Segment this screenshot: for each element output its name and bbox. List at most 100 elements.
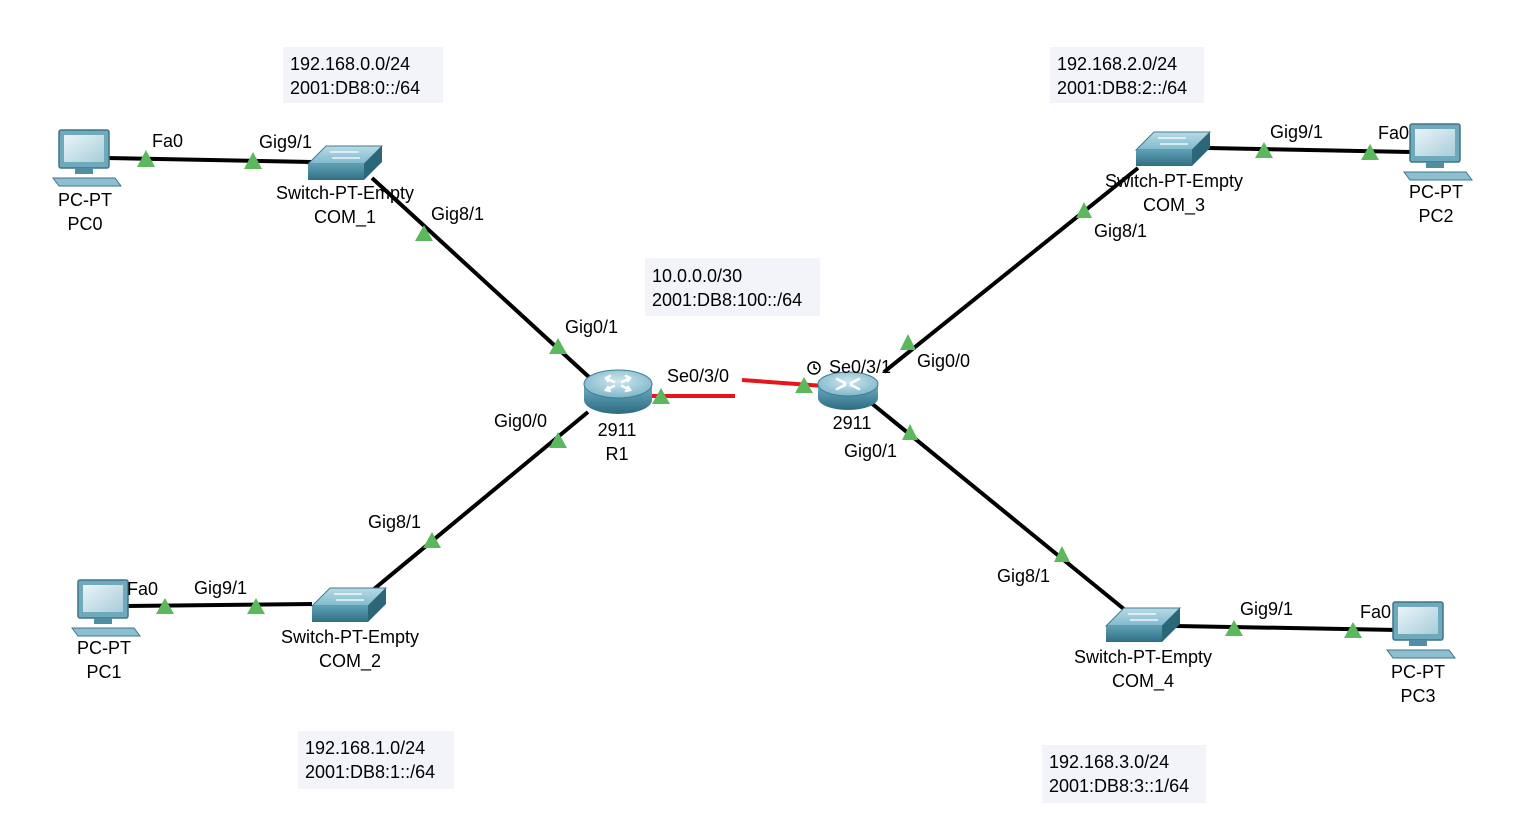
note-lan3[interactable]: 192.168.3.0/24 2001:DB8:3::1/64: [1042, 745, 1206, 803]
pc-icon: [1403, 123, 1473, 181]
note-lan1-ipv6: 2001:DB8:1::/64: [305, 762, 435, 782]
link-up-indicator: [795, 377, 813, 393]
link-up-indicator: [1225, 620, 1243, 636]
port-label-pc0-fa0: Fa0: [152, 131, 183, 151]
link-up-indicator: [415, 225, 433, 241]
link-up-indicator: [1076, 202, 1092, 218]
note-lan2-ipv6: 2001:DB8:2::/64: [1057, 78, 1187, 98]
r1-model: 2911: [598, 420, 637, 440]
com1-name: COM_1: [314, 207, 376, 228]
note-lan0[interactable]: 192.168.0.0/24 2001:DB8:0::/64: [283, 47, 443, 103]
port-label-r1-gig0-0: Gig0/0: [494, 411, 547, 431]
link-up-indicator: [137, 150, 155, 167]
port-labels: Fa0 Gig9/1 Gig8/1 Gig0/1 Se0/3/0 Gig0/0 …: [127, 122, 1409, 622]
link-up-indicator: [247, 598, 265, 614]
device-com4[interactable]: Switch-PT-Empty COM_4: [1074, 607, 1212, 692]
link-r1-r2-serial-b[interactable]: [741, 378, 825, 388]
port-label-r2-gig0-1: Gig0/1: [844, 441, 897, 461]
link-up-indicator: [1361, 144, 1379, 160]
port-label-com3-gig8-1: Gig8/1: [1094, 221, 1147, 241]
note-lan1[interactable]: 192.168.1.0/24 2001:DB8:1::/64: [298, 731, 454, 789]
note-wan-ipv6: 2001:DB8:100::/64: [652, 290, 802, 310]
pc2-name: PC2: [1418, 206, 1453, 226]
link-up-indicator: [902, 424, 918, 440]
link-com4-pc3[interactable]: [1175, 624, 1401, 632]
r2-model: 2911: [833, 413, 872, 433]
note-wan[interactable]: 10.0.0.0/30 2001:DB8:100::/64: [645, 258, 820, 316]
port-label-r1-gig0-1: Gig0/1: [565, 317, 618, 337]
link-pc0-com1[interactable]: [105, 156, 313, 164]
links: [105, 146, 1413, 632]
device-com3[interactable]: Switch-PT-Empty COM_3: [1105, 131, 1243, 216]
link-up-indicator: [423, 532, 441, 548]
note-lan2-ipv4: 192.168.2.0/24: [1057, 54, 1177, 74]
link-indicators: [137, 142, 1379, 638]
com3-name: COM_3: [1143, 195, 1205, 216]
com2-model: Switch-PT-Empty: [281, 627, 419, 647]
device-pc3[interactable]: PC-PT PC3: [1386, 601, 1456, 706]
switch-icon: [306, 145, 384, 180]
device-r2[interactable]: 2911: [817, 371, 879, 433]
port-label-r1-se0-3-0: Se0/3/0: [667, 366, 729, 386]
note-lan0-ipv4: 192.168.0.0/24: [290, 54, 410, 74]
pc2-model: PC-PT: [1409, 182, 1463, 202]
note-lan0-ipv6: 2001:DB8:0::/64: [290, 78, 420, 98]
device-r1[interactable]: 2911 R1: [583, 369, 653, 464]
device-pc0[interactable]: PC-PT PC0: [52, 129, 122, 234]
port-label-pc3-fa0: Fa0: [1360, 602, 1391, 622]
device-com2[interactable]: Switch-PT-Empty COM_2: [281, 587, 419, 672]
com4-name: COM_4: [1112, 671, 1174, 692]
pc-icon: [1386, 601, 1456, 659]
note-lan2[interactable]: 192.168.2.0/24 2001:DB8:2::/64: [1050, 47, 1204, 103]
pc0-name: PC0: [67, 214, 102, 234]
switch-icon: [1104, 607, 1182, 642]
port-label-com4-gig8-1: Gig8/1: [997, 566, 1050, 586]
port-label-com1-gig8-1: Gig8/1: [431, 204, 484, 224]
link-up-indicator: [900, 334, 916, 350]
port-label-pc2-fa0: Fa0: [1378, 123, 1409, 143]
r1-name: R1: [605, 444, 628, 464]
pc3-name: PC3: [1400, 686, 1435, 706]
switch-icon: [310, 587, 388, 622]
pc1-name: PC1: [86, 662, 121, 682]
switch-icon: [1134, 131, 1212, 166]
clock-icon: [807, 361, 821, 375]
port-label-com1-gig9-1: Gig9/1: [259, 132, 312, 152]
pc1-model: PC-PT: [77, 638, 131, 658]
note-lan1-ipv4: 192.168.1.0/24: [305, 738, 425, 758]
port-label-com3-gig9-1: Gig9/1: [1270, 122, 1323, 142]
pc-icon: [52, 129, 122, 187]
port-label-r2-gig0-0: Gig0/0: [917, 351, 970, 371]
link-up-indicator: [156, 598, 174, 614]
pc3-model: PC-PT: [1391, 662, 1445, 682]
link-up-indicator: [652, 388, 670, 404]
com4-model: Switch-PT-Empty: [1074, 647, 1212, 667]
device-pc2[interactable]: PC-PT PC2: [1403, 123, 1473, 226]
device-pc1[interactable]: PC-PT PC1: [71, 579, 141, 682]
device-com1[interactable]: Switch-PT-Empty COM_1: [276, 145, 414, 228]
link-com1-r1[interactable]: [370, 176, 592, 380]
pc-icon: [71, 579, 141, 637]
link-com2-pc1[interactable]: [123, 602, 313, 608]
link-com3-pc2[interactable]: [1207, 146, 1413, 154]
note-wan-ipv4: 10.0.0.0/30: [652, 266, 742, 286]
link-up-indicator: [549, 432, 567, 448]
com3-model: Switch-PT-Empty: [1105, 171, 1243, 191]
port-label-r2-se0-3-1: Se0/3/1: [829, 357, 891, 377]
link-r1-com2[interactable]: [366, 410, 590, 596]
port-label-pc1-fa0: Fa0: [127, 579, 158, 599]
note-lan3-ipv6: 2001:DB8:3::1/64: [1049, 776, 1189, 796]
port-label-com2-gig8-1: Gig8/1: [368, 512, 421, 532]
port-label-com4-gig9-1: Gig9/1: [1240, 599, 1293, 619]
link-up-indicator: [1054, 546, 1070, 562]
pc0-model: PC-PT: [58, 190, 112, 210]
router-icon: [817, 371, 879, 410]
com1-model: Switch-PT-Empty: [276, 183, 414, 203]
link-r2-com3[interactable]: [882, 166, 1140, 374]
router-icon: [583, 369, 653, 414]
com2-name: COM_2: [319, 651, 381, 672]
link-up-indicator: [244, 152, 262, 169]
link-up-indicator: [1255, 142, 1273, 158]
link-up-indicator: [1344, 622, 1362, 638]
